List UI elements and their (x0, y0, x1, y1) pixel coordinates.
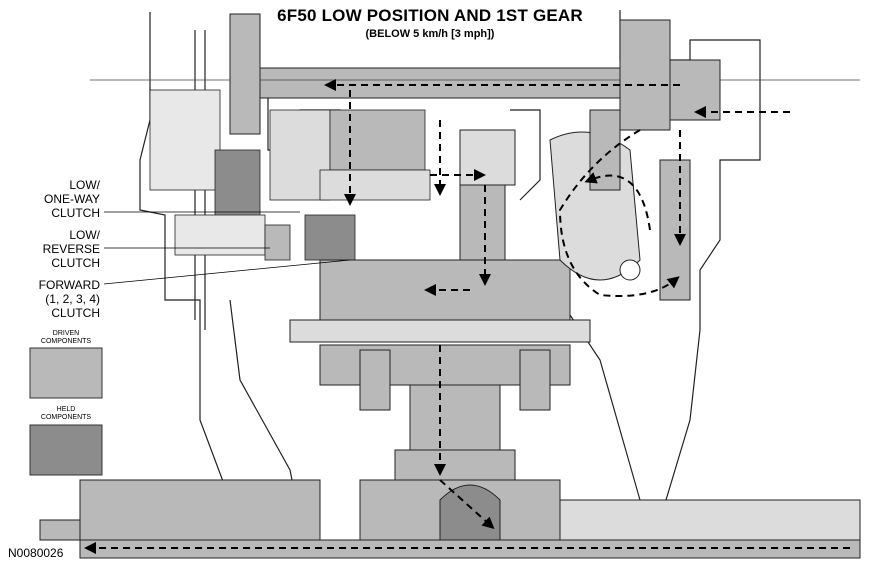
legend-held-line2: COMPONENTS (40, 414, 92, 421)
figure-id: N0080026 (8, 546, 64, 560)
converter-housing (549, 109, 691, 301)
input-shaft (90, 13, 860, 135)
callout-forward-clutch: FORWARD (1, 2, 3, 4) CLUTCH (20, 278, 100, 320)
legend-held-line1: HELD (56, 406, 76, 413)
legend-driven-line1: DRIVEN (52, 330, 80, 337)
clutch-packs (149, 89, 431, 261)
differential (39, 479, 861, 559)
legend-driven-line2: COMPONENTS (40, 338, 92, 345)
legend-held-label: HELD COMPONENTS (28, 406, 104, 422)
callout-line: LOW/ (69, 228, 100, 242)
legend-held-swatch (29, 424, 103, 476)
callout-low-reverse-clutch: LOW/ REVERSE CLUTCH (30, 228, 100, 270)
diagram-subtitle: (BELOW 5 km/h [3 mph]) (365, 28, 495, 40)
callout-line: LOW/ (69, 178, 100, 192)
legend-driven-label: DRIVEN COMPONENTS (28, 330, 104, 346)
legend-driven-swatch (29, 347, 103, 399)
gear-train (289, 129, 591, 481)
callout-line: (1, 2, 3, 4) (45, 292, 100, 306)
callout-line: CLUTCH (51, 306, 100, 320)
callout-line: FORWARD (38, 278, 100, 292)
callout-line: ONE-WAY (44, 192, 100, 206)
callout-leaders (103, 211, 351, 285)
diagram-title: 6F50 LOW POSITION AND 1ST GEAR (277, 6, 583, 25)
power-flow-path (84, 79, 850, 554)
callout-low-one-way-clutch: LOW/ ONE-WAY CLUTCH (30, 178, 100, 220)
callout-line: REVERSE (42, 242, 100, 256)
callout-line: CLUTCH (51, 256, 100, 270)
callout-line: CLUTCH (51, 206, 100, 220)
